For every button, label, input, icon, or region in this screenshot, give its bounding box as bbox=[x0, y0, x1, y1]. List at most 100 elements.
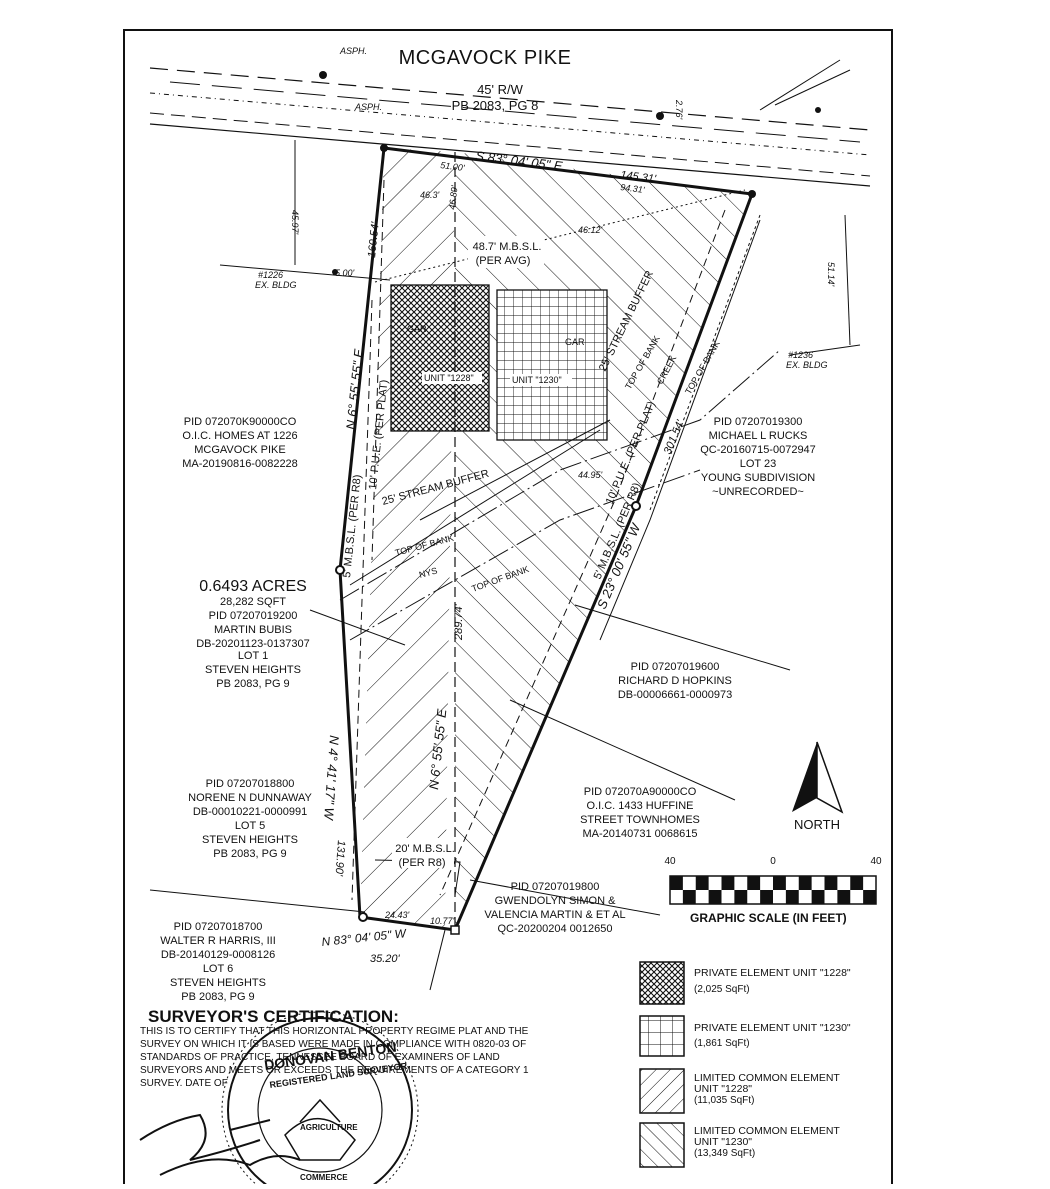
parcel-line: MA-20140731 0068615 bbox=[583, 828, 698, 840]
parcel-line: DB-00010221-0000991 bbox=[193, 806, 307, 818]
mbsl-20-label: 20' M.B.S.L. bbox=[395, 843, 455, 855]
parcel-line: QC-20160715-0072947 bbox=[700, 444, 816, 456]
cert-title: SURVEYOR'S CERTIFICATION: bbox=[148, 1007, 399, 1026]
scale-left: 40 bbox=[664, 856, 676, 867]
scale-caption: GRAPHIC SCALE (IN FEET) bbox=[690, 911, 847, 925]
parcel-line: LOT 23 bbox=[740, 458, 777, 470]
cert-line: SURVEY ON WHICH IT IS BASED WERE MADE IN… bbox=[140, 1039, 526, 1050]
scale-bar-cell bbox=[708, 890, 722, 904]
south-dist: 35.20' bbox=[370, 953, 401, 965]
subject-line: DB-20201123-0137307 bbox=[196, 638, 310, 650]
parcel-label-1226: PID 072070K90000CO O.I.C. HOMES AT 1226 … bbox=[182, 416, 298, 470]
scale-bar-cell bbox=[773, 876, 786, 890]
scale-mid: 0 bbox=[770, 856, 776, 867]
parcel-label-harris: PID 07207018700 WALTER R HARRIS, III DB-… bbox=[160, 921, 276, 1003]
cert-line: STANDARDS OF PRACTICE, TENNESSEE BOARD O… bbox=[140, 1052, 500, 1063]
legend-item-lce-1228: LIMITED COMMON ELEMENT UNIT "1228" (11,0… bbox=[639, 1068, 840, 1114]
road-lines bbox=[149, 59, 871, 187]
parcel-line: DB-00006661-0000973 bbox=[618, 689, 732, 701]
parcel-line: RICHARD D HOPKINS bbox=[618, 675, 732, 687]
scale-bar-cell bbox=[695, 876, 709, 890]
surveyor-signature bbox=[139, 1113, 301, 1176]
nys-label: NYS bbox=[418, 565, 438, 579]
parcel-line: NORENE N DUNNAWAY bbox=[188, 792, 312, 804]
scale-bar-cell bbox=[811, 890, 825, 904]
legend-title-2: UNIT "1230" bbox=[694, 1136, 752, 1148]
legend-swatch-grid bbox=[639, 1015, 685, 1057]
dim-44: 44.95' bbox=[578, 470, 603, 480]
parcel-line: PID 07207018800 bbox=[206, 778, 295, 790]
parcel-line: O.I.C. 1433 HUFFINE bbox=[587, 800, 694, 812]
south-seg1: 24.43' bbox=[384, 910, 410, 920]
parcel-line: PID 07207019600 bbox=[631, 661, 720, 673]
scale-bar-cell bbox=[798, 876, 812, 890]
parcel-line: PID 07207019800 bbox=[511, 881, 600, 893]
scale-bar-cell bbox=[837, 890, 851, 904]
parcel-line: STEVEN HEIGHTS bbox=[202, 834, 298, 846]
legend-title-2: UNIT "1228" bbox=[694, 1083, 752, 1095]
scale-bar-cell bbox=[760, 890, 773, 904]
north-arrow-dark-half bbox=[792, 742, 817, 812]
creek-lines bbox=[339, 219, 781, 641]
unit-1228-label: UNIT "1228" bbox=[424, 373, 474, 383]
parcel-line: WALTER R HARRIS, III bbox=[160, 935, 276, 947]
legend-swatch-crosshatch bbox=[639, 961, 685, 1005]
parcel-label-hopkins: PID 07207019600 RICHARD D HOPKINS DB-000… bbox=[618, 661, 732, 701]
graphic-scale: 40 0 40 GRAPHIC SCALE (IN FEET) bbox=[664, 856, 882, 925]
ex-bldg-left-num: #1226 bbox=[258, 270, 283, 280]
sheet-border bbox=[123, 29, 893, 1189]
north-line-sub2: 51.00' bbox=[440, 160, 466, 173]
surveyor-seal bbox=[221, 1011, 419, 1189]
south-seg2: 10.77' bbox=[430, 916, 455, 926]
cert-line: SURVEYORS AND MEETS OR EXCEEDS THE REQUI… bbox=[140, 1065, 529, 1076]
west-upper-dist: 160.54' bbox=[366, 221, 382, 259]
mbs-label-bg bbox=[468, 236, 544, 268]
north-line-dist: 145.31' bbox=[620, 169, 658, 185]
parcel-line: PID 072070K90000CO bbox=[184, 416, 297, 428]
west-upper-bearing: N 6° 55' 55" E bbox=[343, 348, 366, 430]
scale-bar-cell bbox=[747, 876, 761, 890]
subject-line: LOT 1 bbox=[238, 650, 268, 662]
parcel-line: PID 07207018700 bbox=[174, 921, 263, 933]
parcel-line: PB 2083, PG 9 bbox=[213, 848, 286, 860]
scale-bar-cell bbox=[721, 876, 735, 890]
legend-swatch-back-hatch bbox=[639, 1122, 685, 1168]
parcel-line: DB-20140129-0008126 bbox=[161, 949, 275, 961]
parcel-line: LOT 5 bbox=[235, 820, 265, 832]
scale-bar-cell bbox=[850, 876, 864, 890]
parcel-line: VALENCIA MARTIN & ET AL bbox=[484, 909, 625, 921]
cert-line: THIS IS TO CERTIFY THAT THIS HORIZONTAL … bbox=[140, 1026, 529, 1037]
parcel-line: MICHAEL L RUCKS bbox=[709, 430, 808, 442]
dim-45: 45.97' bbox=[290, 210, 300, 235]
legend-item-private-1228: PRIVATE ELEMENT UNIT "1228" (2,025 SqFt) bbox=[639, 961, 851, 1005]
scale-bar-cell bbox=[863, 890, 876, 904]
subject-parcel-label: 0.6493 ACRES 28,282 SQFT PID 07207019200… bbox=[190, 574, 406, 690]
parcel-line: PID 072070A90000CO bbox=[584, 786, 697, 798]
acres-label: 0.6493 ACRES bbox=[199, 578, 307, 595]
south-bearing: N 83° 04' 05" W bbox=[321, 926, 408, 949]
parcel-label-huffine: PID 072070A90000CO O.I.C. 1433 HUFFINE S… bbox=[580, 786, 700, 840]
private-unit-1230 bbox=[496, 289, 608, 441]
dim-5: 5.00' bbox=[335, 268, 355, 278]
parcel-label-dunnaway: PID 07207018800 NORENE N DUNNAWAY DB-000… bbox=[188, 778, 312, 860]
boundary-points bbox=[319, 71, 821, 935]
seal-ring-2: COMMERCE bbox=[300, 1173, 348, 1182]
gar-label-2: GAR bbox=[565, 337, 585, 347]
per-avg-label: (PER AVG) bbox=[476, 255, 531, 267]
inner-dist: 289.74' bbox=[453, 603, 465, 641]
unit-1228-bg bbox=[422, 372, 482, 384]
dim-46a: 46.3' bbox=[420, 190, 440, 200]
per-r8-label: (PER R8) bbox=[398, 857, 445, 869]
scale-bar-cell bbox=[785, 890, 799, 904]
legend-title: PRIVATE ELEMENT UNIT "1230" bbox=[694, 1022, 851, 1034]
ex-bldg-left: EX. BLDG bbox=[255, 280, 297, 290]
subject-line: MARTIN BUBIS bbox=[214, 624, 292, 636]
scale-bar-cell bbox=[824, 876, 838, 890]
dim-2: 2.76' bbox=[674, 99, 684, 120]
west-lower-dist: 131.90' bbox=[332, 840, 347, 877]
asph-label-1: ASPH. bbox=[339, 46, 367, 56]
west-lower-bearing: N 4° 41' 17" W bbox=[321, 735, 342, 822]
north-arrow: NORTH bbox=[792, 741, 844, 832]
scale-bar-cell bbox=[734, 890, 748, 904]
road-name: MCGAVOCK PIKE bbox=[399, 47, 572, 69]
